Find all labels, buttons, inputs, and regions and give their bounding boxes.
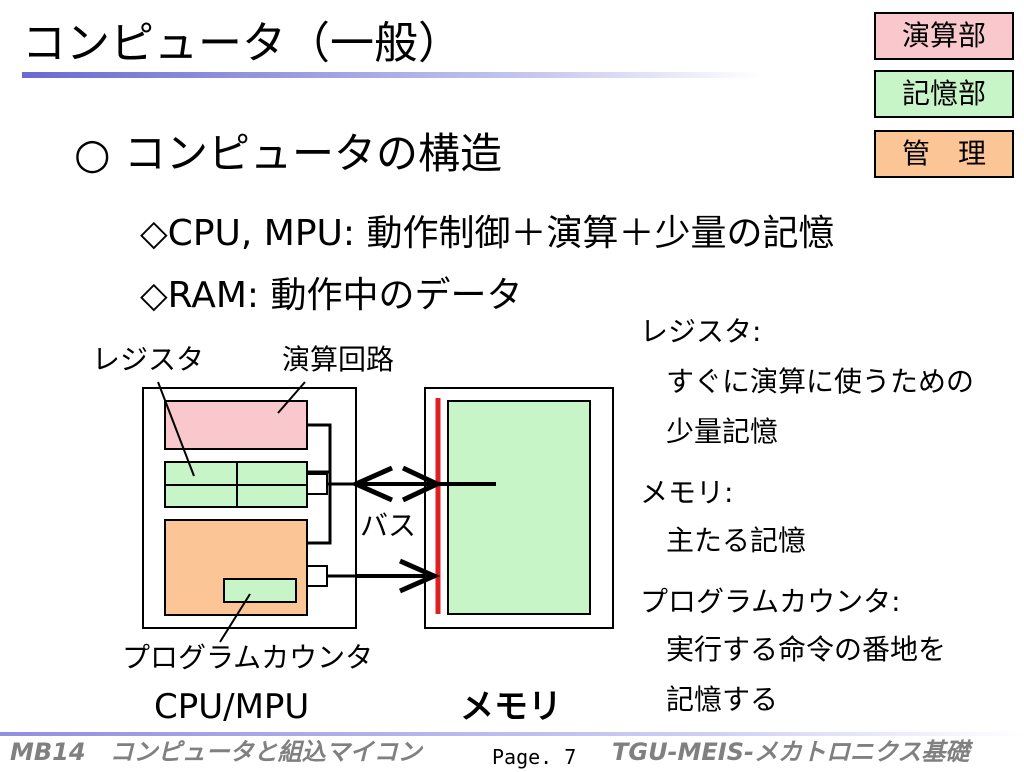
memory-label: メモリ bbox=[460, 687, 562, 727]
note-register-desc-1: すぐに演算に使うための bbox=[666, 365, 975, 398]
bus-connector-lower bbox=[306, 565, 328, 587]
bullet-ram: ◇RAM: 動作中のデータ bbox=[140, 275, 523, 316]
bus-arrow-right-head bbox=[401, 465, 443, 503]
bus-label: バス bbox=[360, 509, 417, 542]
alu-block bbox=[164, 400, 308, 450]
note-pc-desc-2: 記憶する bbox=[666, 683, 779, 716]
footer-institution: TGU-MEIS-メカトロニクス基礎 bbox=[612, 738, 970, 766]
bus-arrow-left-head bbox=[349, 465, 394, 503]
program-counter-block bbox=[223, 578, 297, 603]
alu-label: 演算回路 bbox=[282, 343, 395, 376]
legend-memory: 記憶部 bbox=[874, 70, 1014, 118]
footer-divider bbox=[0, 732, 1024, 736]
memory-block bbox=[447, 400, 591, 615]
note-pc-term: プログラムカウンタ: bbox=[640, 585, 901, 618]
note-register-term: レジスタ: bbox=[640, 315, 762, 348]
program-counter-label: プログラムカウンタ bbox=[122, 641, 374, 674]
register-pointer bbox=[157, 381, 195, 477]
footer-course: MB14 コンピュータと組込マイコン bbox=[10, 738, 422, 766]
slide-title: コンピュータ（一般） bbox=[22, 18, 462, 69]
note-register-desc-2: 少量記憶 bbox=[666, 415, 779, 448]
legend-alu: 演算部 bbox=[874, 12, 1014, 60]
pc-pointer bbox=[219, 593, 251, 643]
register-label: レジスタ bbox=[92, 343, 205, 376]
bullet-cpu: ◇CPU, MPU: 動作制御＋演算＋少量の記憶 bbox=[140, 213, 835, 254]
note-pc-desc-1: 実行する命令の番地を bbox=[666, 633, 947, 666]
legend-control: 管 理 bbox=[874, 130, 1014, 178]
footer-page-number: Page. 7 bbox=[492, 745, 577, 769]
bus-connector-upper bbox=[306, 473, 328, 495]
title-underline bbox=[22, 72, 762, 78]
note-memory-desc: 主たる記憶 bbox=[666, 524, 807, 557]
section-heading: ○ コンピュータの構造 bbox=[74, 129, 502, 178]
address-arrow-head bbox=[398, 558, 441, 594]
cpu-label: CPU/MPU bbox=[154, 687, 310, 727]
alu-pointer bbox=[277, 381, 306, 414]
note-memory-term: メモリ: bbox=[640, 476, 734, 509]
